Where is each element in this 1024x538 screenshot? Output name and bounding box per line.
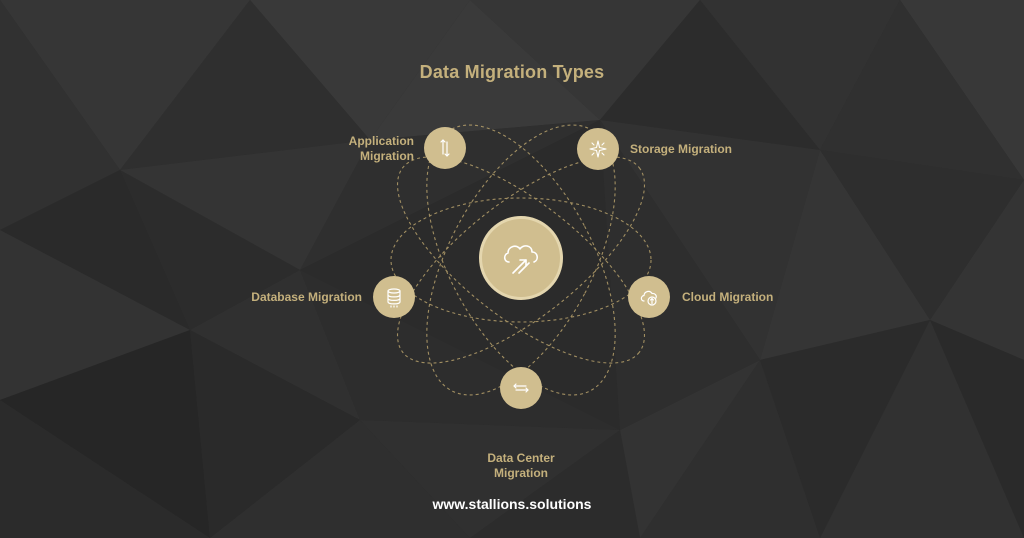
center-node [479,216,563,300]
diagram-title: Data Migration Types [419,62,605,82]
orbit-ring-horizontal [390,197,652,323]
storage-migration-label-line-1: Storage Migration [630,142,733,156]
orbit-ring-diagonal-b [396,156,646,364]
orbit-ring-vertical-a [426,124,616,396]
cloud-migration-label: Cloud Migration [682,290,812,305]
orbit-ring-diagonal-a [396,156,646,364]
cloud-sync-icon [640,290,657,306]
database-migration-label: Database Migration [222,290,362,305]
application-migration-label-line-2: Migration [360,149,414,163]
data-center-migration-label-line-2: Migration [494,466,548,480]
database-migration-node [373,276,415,318]
storage-migration-label: Storage Migration [630,142,770,157]
cloud-upload-icon [503,245,538,274]
website-url: www.stallions.solutions [432,496,592,512]
orbit-ring-vertical-b [426,124,616,396]
horizontal-arrows-icon [513,383,529,393]
application-migration-label: Application Migration [314,134,414,164]
application-migration-node [424,127,466,169]
sparkle-icon [589,140,607,158]
application-migration-label-line-1: Application [348,134,414,148]
data-center-migration-label-line-1: Data Center [487,451,555,465]
data-center-migration-label: Data Center Migration [461,451,581,481]
database-icon [387,288,401,308]
storage-migration-node [577,128,619,170]
cloud-migration-label-line-1: Cloud Migration [682,290,774,304]
data-center-migration-node [500,367,542,409]
vertical-arrows-icon [440,139,450,157]
database-migration-label-line-1: Database Migration [251,290,362,304]
cloud-migration-node [628,276,670,318]
